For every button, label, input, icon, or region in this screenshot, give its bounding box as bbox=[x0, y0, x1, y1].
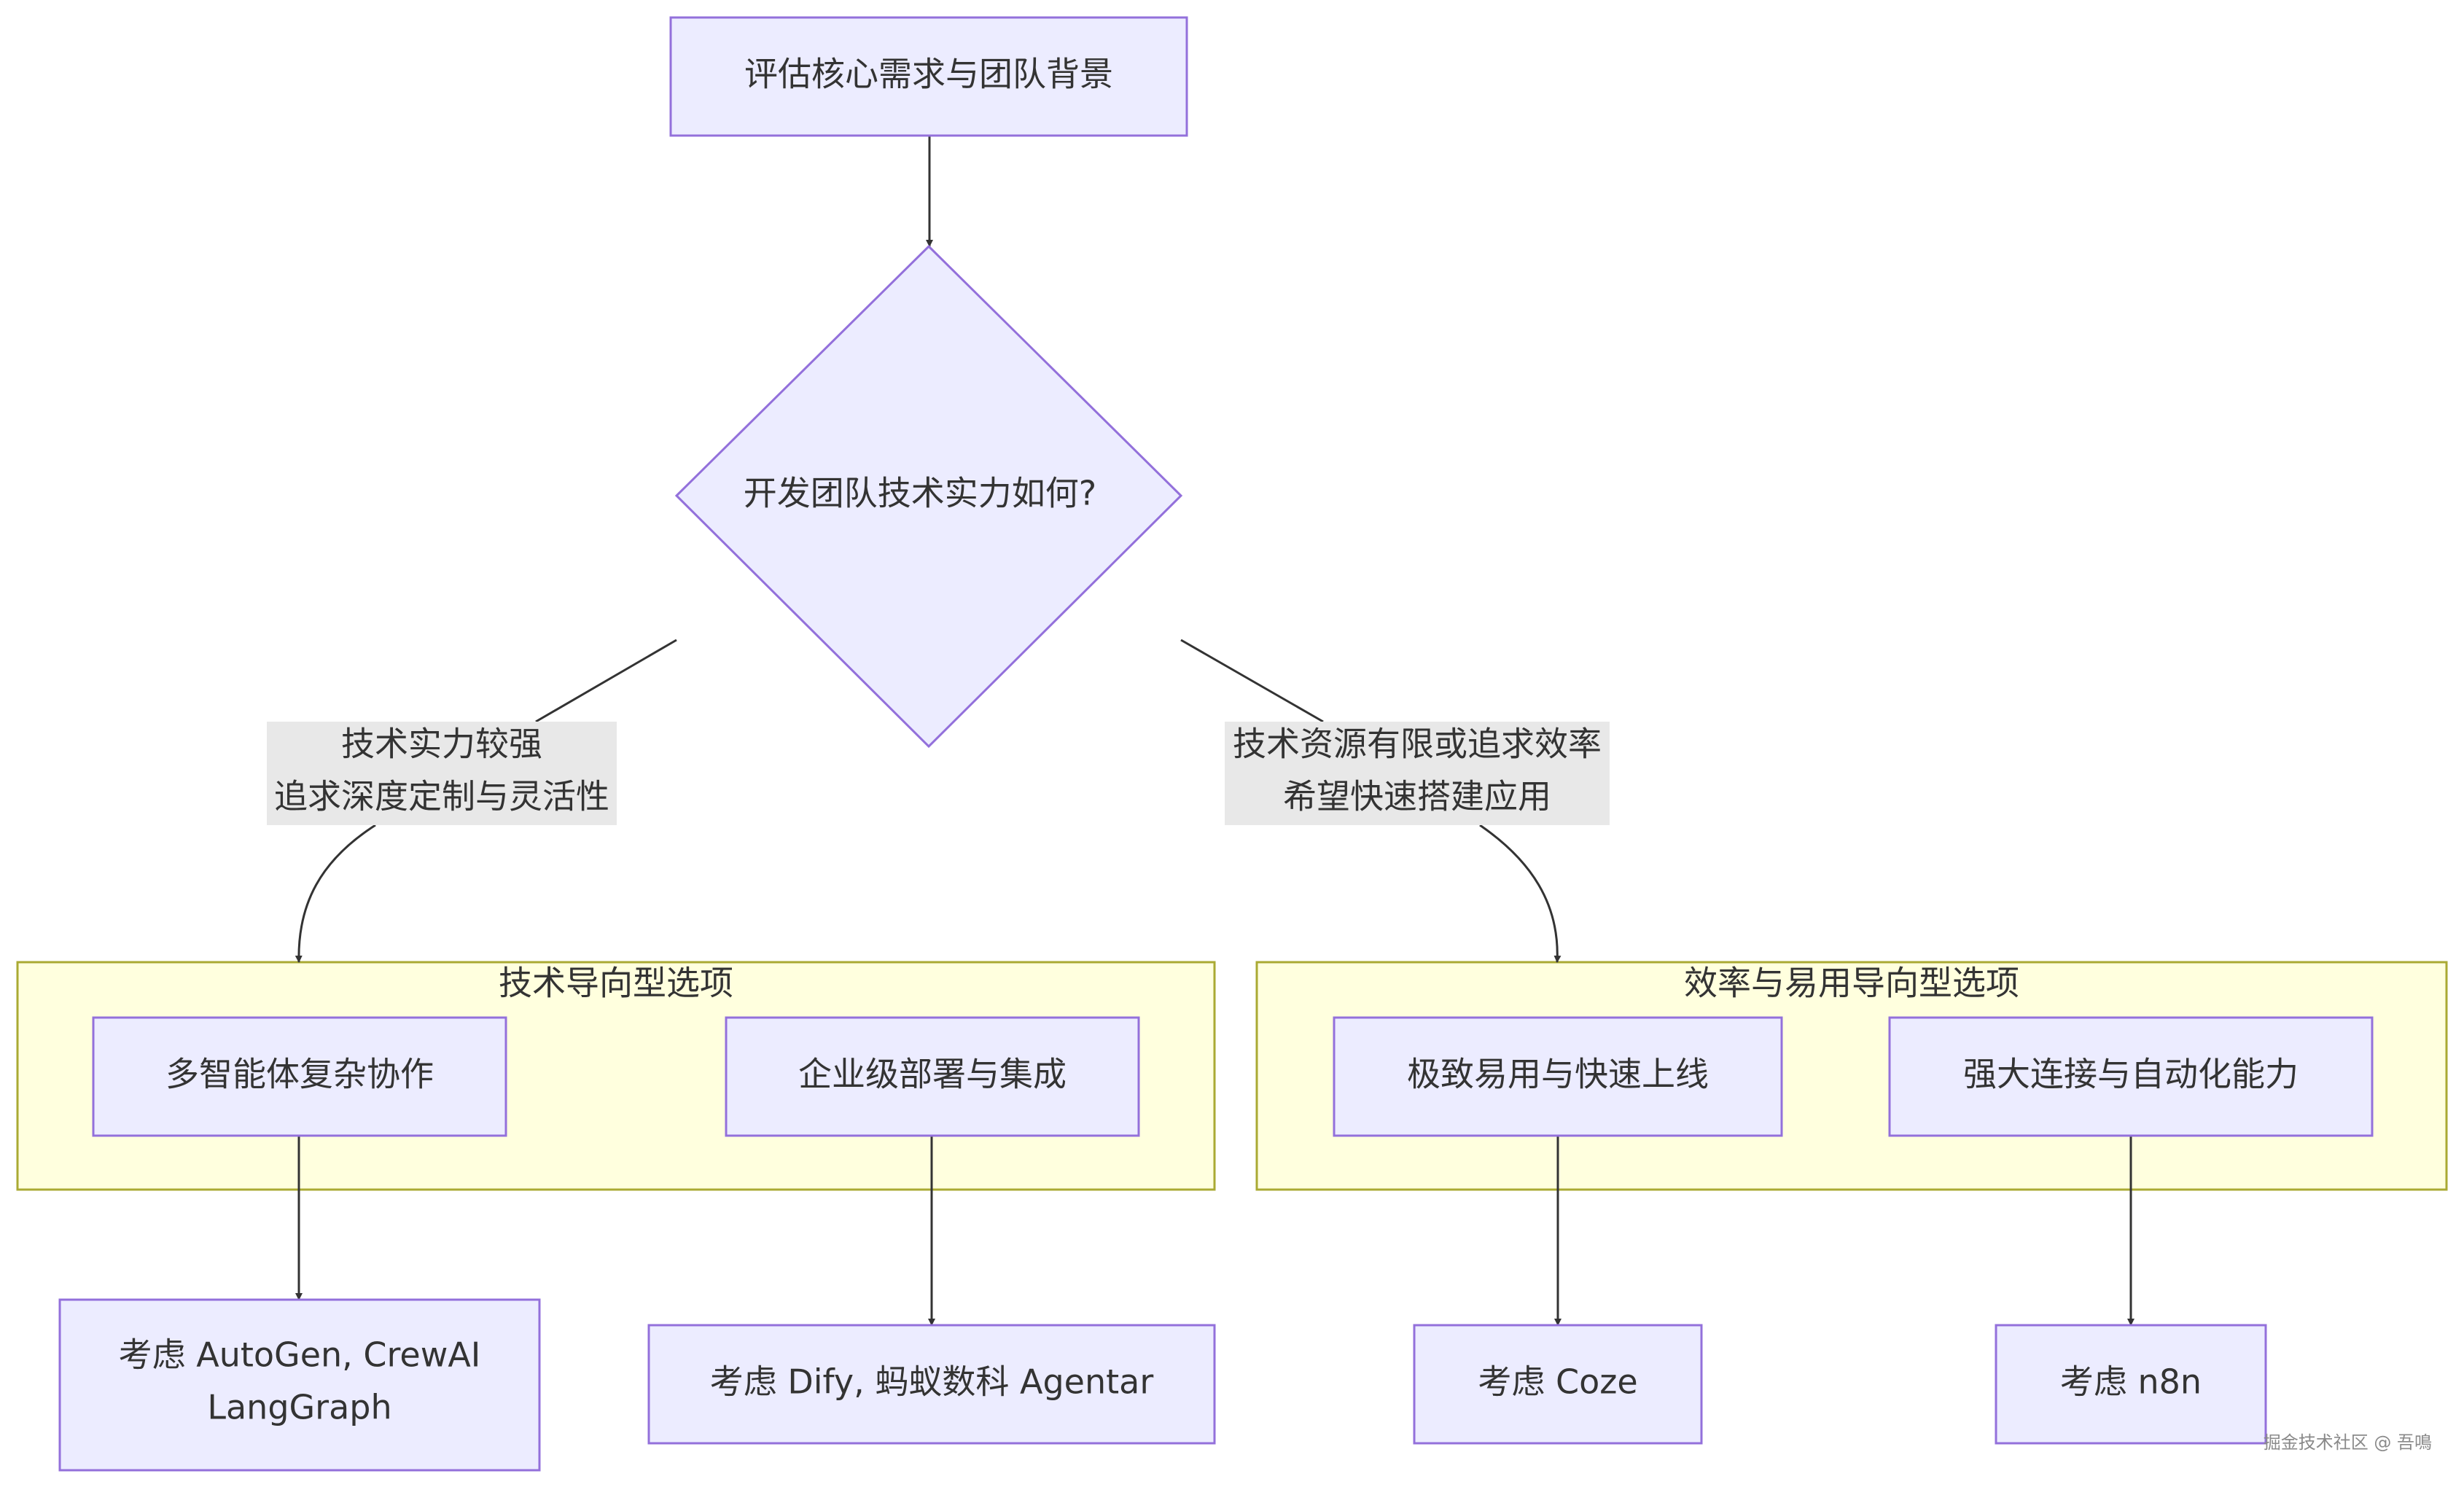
node-decision: 开发团队技术实力如何? bbox=[674, 244, 1183, 749]
edge-label-right-line1: 技术资源有限或追求效率 bbox=[1233, 725, 1602, 764]
node-connect-automate: 强大连接与自动化能力 bbox=[1888, 1016, 2374, 1137]
node-result-autogen-line2: LangGraph bbox=[207, 1388, 391, 1427]
node-result-n8n-label: 考虑 n8n bbox=[2060, 1362, 2202, 1402]
node-start-label: 评估核心需求与团队背景 bbox=[744, 55, 1113, 94]
node-enterprise-label: 企业级部署与集成 bbox=[798, 1055, 1067, 1094]
node-decision-label: 开发团队技术实力如何? bbox=[744, 474, 1096, 513]
edge-label-left: 技术实力较强 追求深度定制与灵活性 bbox=[267, 722, 617, 825]
node-result-dify-label: 考虑 Dify, 蚂蚁数科 Agentar bbox=[710, 1362, 1154, 1402]
edge-label-left-line1: 技术实力较强 bbox=[341, 725, 542, 764]
edge-label-right-line2: 希望快速搭建应用 bbox=[1283, 777, 1551, 816]
cluster-tech-title: 技术导向型选项 bbox=[499, 964, 733, 1003]
node-result-n8n: 考虑 n8n bbox=[1995, 1324, 2267, 1445]
node-start: 评估核心需求与团队背景 bbox=[669, 16, 1188, 137]
node-easy-launch: 极致易用与快速上线 bbox=[1333, 1016, 1783, 1137]
edge-label-left-line2: 追求深度定制与灵活性 bbox=[274, 777, 609, 816]
node-result-autogen-line1: 考虑 AutoGen, CrewAI bbox=[119, 1335, 481, 1375]
node-result-coze-label: 考虑 Coze bbox=[1478, 1362, 1637, 1402]
node-result-dify: 考虑 Dify, 蚂蚁数科 Agentar bbox=[647, 1324, 1216, 1445]
node-enterprise: 企业级部署与集成 bbox=[725, 1016, 1140, 1137]
edges bbox=[299, 136, 2134, 1326]
node-multi-agent-label: 多智能体复杂协作 bbox=[165, 1055, 434, 1094]
node-result-coze: 考虑 Coze bbox=[1413, 1324, 1703, 1445]
node-easy-launch-label: 极致易用与快速上线 bbox=[1407, 1055, 1709, 1094]
node-multi-agent: 多智能体复杂协作 bbox=[92, 1016, 507, 1137]
watermark: 掘金技术社区 @ 吾鳴 bbox=[2264, 1432, 2432, 1453]
node-result-autogen: 考虑 AutoGen, CrewAI LangGraph bbox=[58, 1298, 541, 1472]
edge-label-right: 技术资源有限或追求效率 希望快速搭建应用 bbox=[1225, 722, 1610, 825]
node-connect-automate-label: 强大连接与自动化能力 bbox=[1963, 1055, 2299, 1094]
cluster-efficiency-title: 效率与易用导向型选项 bbox=[1684, 964, 2019, 1003]
edge-decision-to-efficiency bbox=[1180, 639, 1557, 962]
edge-decision-to-tech bbox=[299, 639, 677, 962]
